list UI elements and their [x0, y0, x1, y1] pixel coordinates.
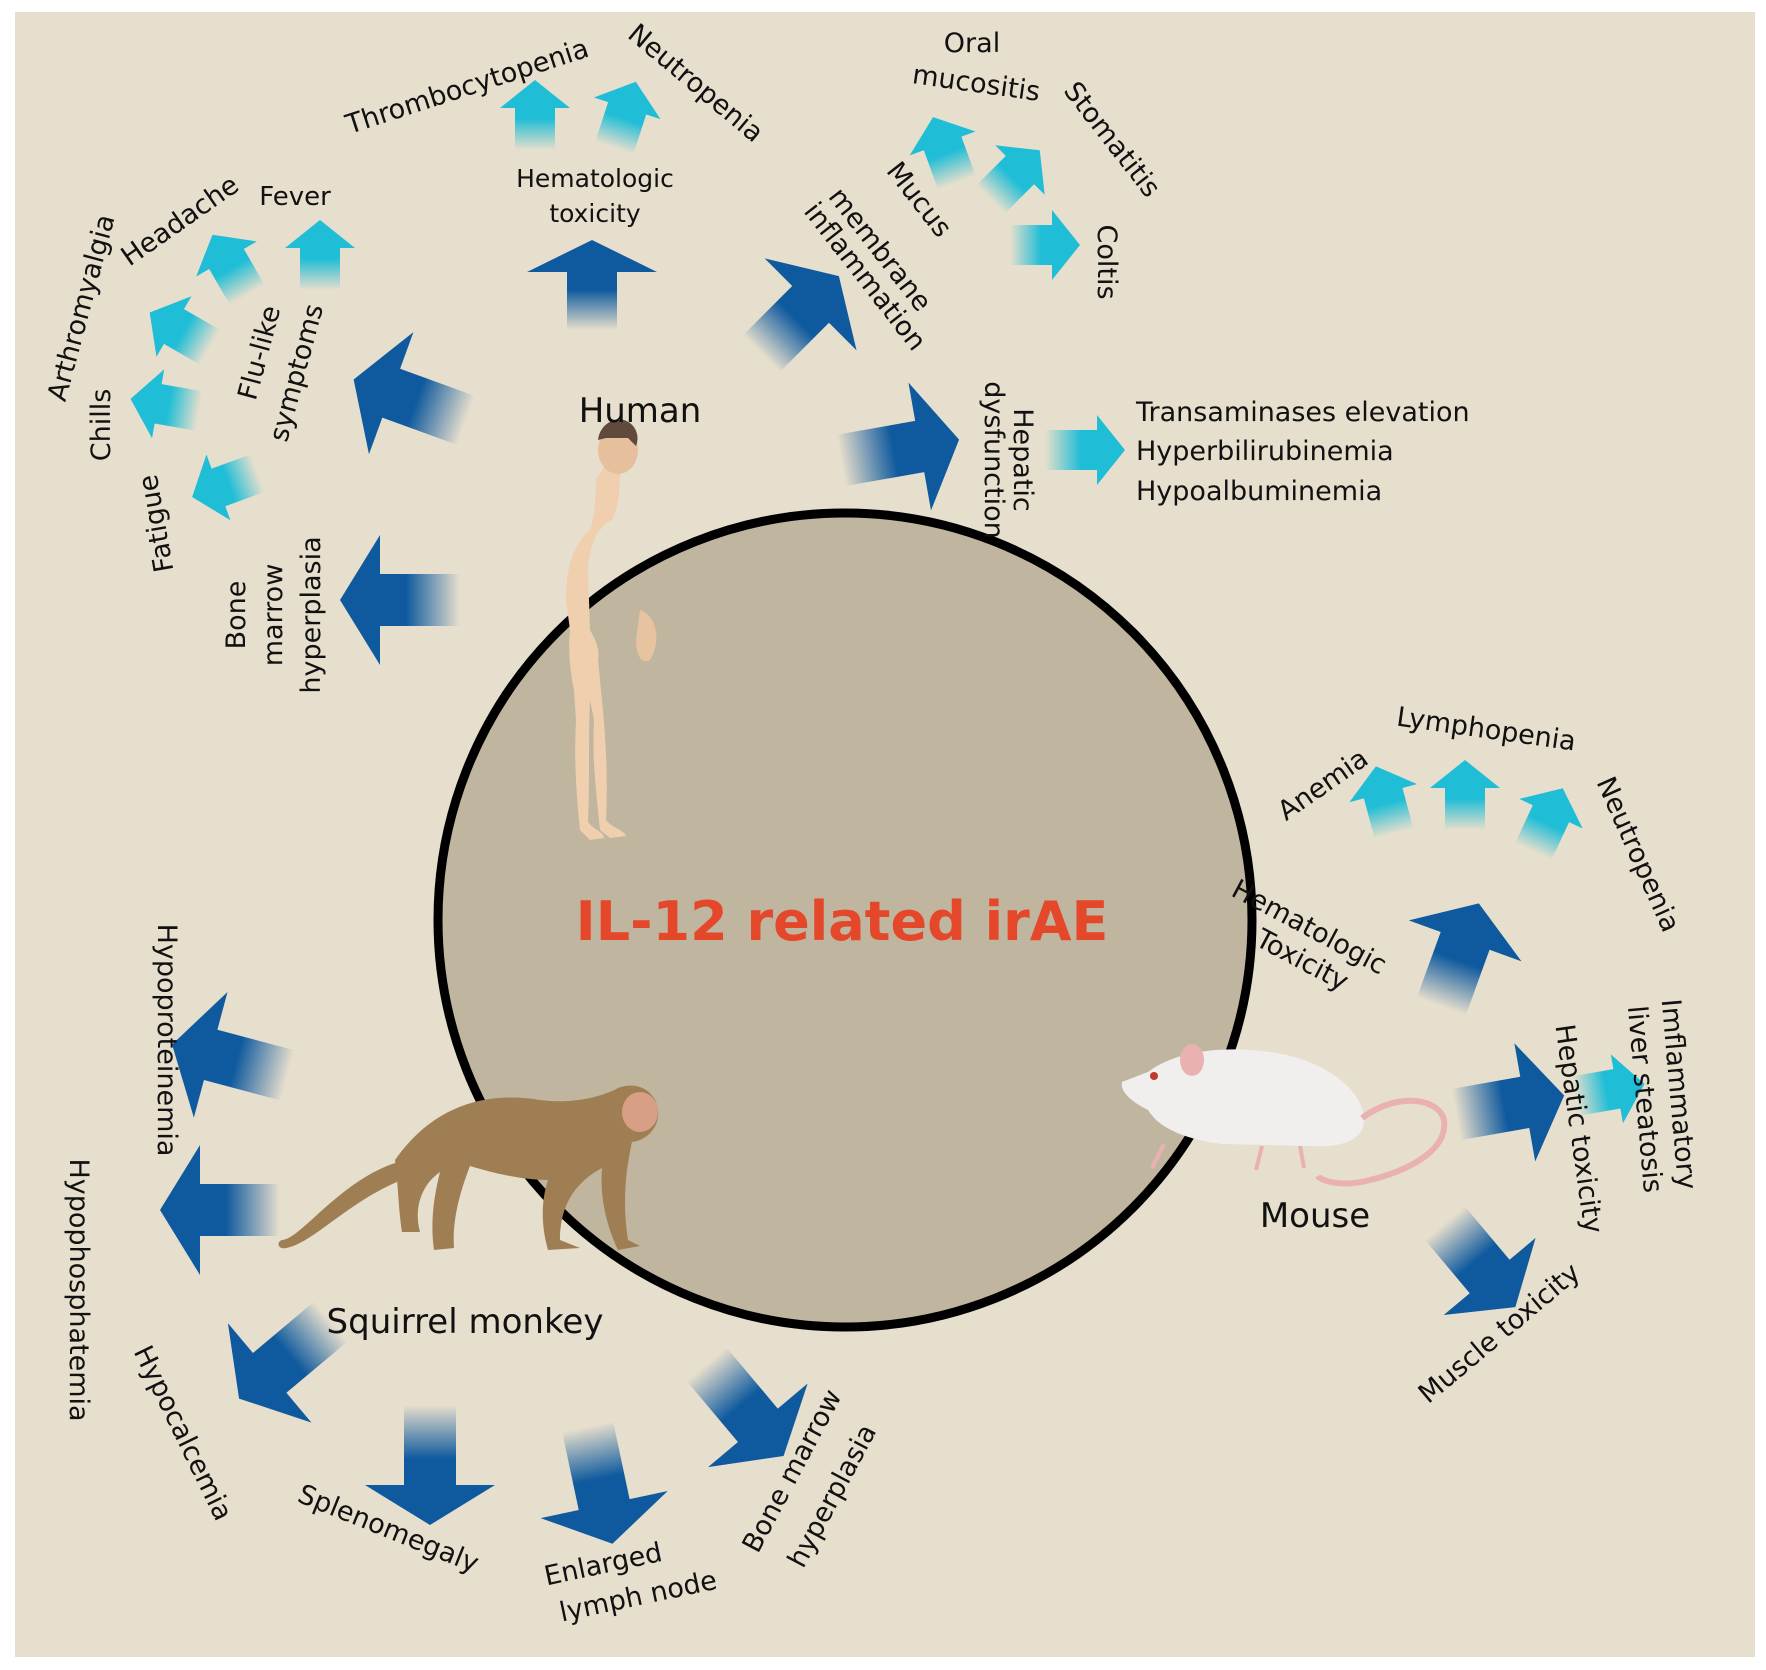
human-outcome-hyperbilirubinemia: Hyperbilirubinemia [1136, 436, 1394, 467]
human-figure-icon [566, 419, 657, 840]
diagram-title: IL-12 related irAE [576, 890, 1109, 953]
arrow-human-bone [340, 535, 460, 665]
arrow-human-neutropenia [593, 81, 661, 155]
arrow-human-stomatitis [976, 145, 1045, 214]
arrow-human-headache [196, 234, 265, 306]
human-hematologic-label-2: toxicity [549, 199, 641, 228]
human-outcome-coltis: Coltis [1091, 224, 1122, 299]
arrow-mouse-steatosis [1572, 1054, 1645, 1124]
arrow-human-arthromyalgia [149, 296, 221, 365]
human-bone-label-2: marrow [258, 564, 289, 667]
mouse-icon [1121, 1044, 1448, 1187]
arrow-monkey-hypocalcemia [227, 1301, 348, 1423]
human-bone-label-1: Bone [221, 581, 252, 650]
human-outcome-transaminases: Transaminases elevation [1135, 397, 1470, 428]
arrow-monkey-splenomegaly [365, 1405, 495, 1525]
species-label-mouse: Mouse [1260, 1196, 1370, 1236]
human-hematologic-label-1: Hematologic [516, 164, 674, 193]
monkey-effect-hypoproteinemia: Hypoproteinemia [151, 924, 182, 1157]
arrow-mouse-muscle [1424, 1206, 1536, 1316]
arrow-human-hepatic [836, 382, 960, 511]
arrow-group [130, 80, 1645, 1544]
arrow-mouse-anemia [1349, 766, 1417, 839]
arrow-monkey-hypophosphatemia [160, 1145, 280, 1275]
monkey-effect-hypophosphatemia: Hypophosphatemia [63, 1158, 94, 1421]
arrow-mouse-neutropenia [1515, 788, 1583, 861]
species-label-squirrel-monkey: Squirrel monkey [327, 1302, 604, 1342]
human-hepatic-label-1: Hepatic [1007, 408, 1038, 512]
human-outcome-hypoalbuminemia: Hypoalbuminemia [1136, 476, 1382, 507]
arrow-human-hematologic [527, 240, 657, 330]
human-hepatic-label-2: dysfunction [978, 381, 1009, 538]
arrow-human-coltis [1010, 210, 1080, 280]
arrow-monkey-lymph [540, 1420, 668, 1544]
arrow-human-mucus [742, 258, 857, 373]
arrow-human-fatigue [192, 454, 265, 521]
arrow-human-hepatic-out [1045, 415, 1125, 485]
arrow-human-chills [130, 369, 203, 439]
species-label-human: Human [579, 391, 702, 431]
arrow-mouse-lymphopenia [1430, 760, 1500, 830]
arrow-human-fever [285, 220, 355, 290]
arrow-mouse-hematologic [1408, 903, 1522, 1016]
human-outcome-fever: Fever [259, 182, 331, 212]
arrow-mouse-hepatic [1451, 1043, 1565, 1162]
arrow-human-flu [353, 332, 476, 455]
arrow-monkey-bone [686, 1347, 808, 1468]
human-outcome-chills: Chills [86, 389, 117, 462]
human-bone-label-3: hyperplasia [296, 536, 327, 693]
arrow-human-oral [909, 117, 976, 190]
arrow-human-thrombocytopenia [500, 80, 570, 150]
human-outcome-oral: Oral [944, 28, 1000, 59]
arrow-monkey-hypoproteinemia [172, 992, 295, 1118]
squirrel-monkey-icon [278, 1085, 659, 1250]
